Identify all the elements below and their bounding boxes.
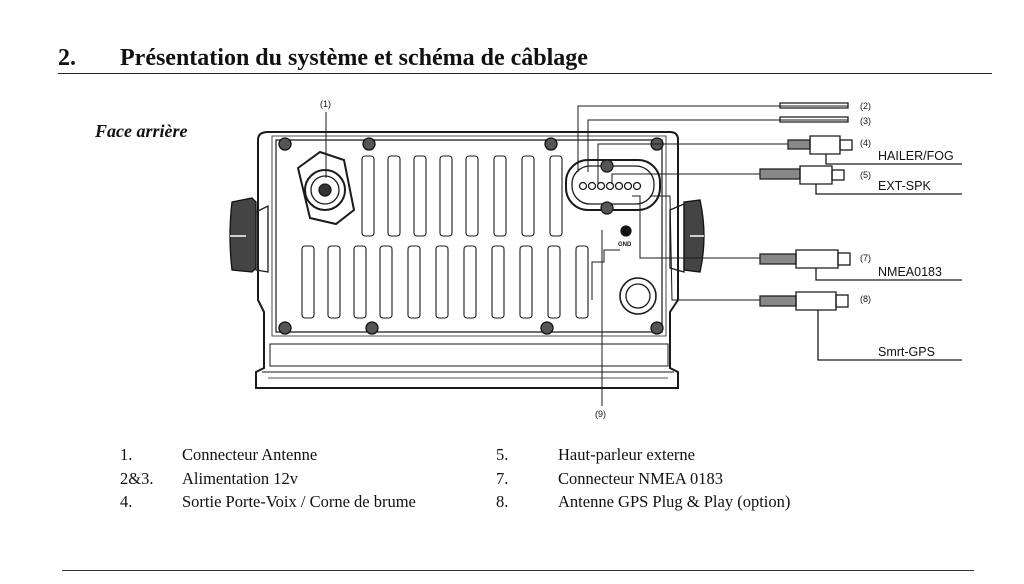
connector-nmea [759,249,962,281]
left-knob [229,197,269,273]
footer-divider [62,570,974,571]
vent-slot [387,155,401,237]
vent-slot [353,245,367,319]
legend-number: 4. [120,492,133,511]
vent-slot [413,155,427,237]
connector-ext-spk [759,165,962,195]
callout-3: (3) [860,116,871,126]
label-ext-spk: EXT-SPK [878,179,931,193]
legend-number: 7. [496,468,509,488]
cable-gland [619,277,657,315]
callout-5: (5) [860,170,871,180]
legend-text: Connecteur Antenne [182,445,318,464]
gnd-label: GND [618,242,632,248]
section-number: 2. [58,45,76,71]
label-hailer-fog: HAILER/FOG [878,149,954,163]
legend-item: 4. Sortie Porte-Voix / Corne de brume [120,490,480,514]
legend-item: 8. Antenne GPS Plug & Play (option) [496,490,856,514]
legend-item: 2&3. Alimentation 12v [120,467,480,491]
terminal-pin [632,181,642,191]
cable-leaders [325,105,848,301]
callout-4: (4) [860,138,871,148]
callout-9: (9) [595,409,606,419]
right-knob [669,199,705,273]
device-housing [255,131,679,389]
terminal-block [565,159,661,215]
callout-7: (7) [860,253,871,263]
vent-slot [465,155,479,237]
wiring-diagram: GND [229,99,962,419]
label-smrt-gps: Smrt-GPS [878,345,935,359]
legend-left: 1. Connecteur Antenne 2&3. Alimentation … [120,443,480,514]
antenna-connector [296,150,356,226]
vent-slot [407,245,421,319]
heading-divider [58,73,992,74]
terminal-pin [614,181,624,191]
vent-slot [439,155,453,237]
terminal-pin [578,181,588,191]
terminal-pin [623,181,633,191]
face-label: Face arrière [95,121,188,141]
legend-number: 1. [120,445,133,464]
legend-number: 2&3. [120,468,154,488]
terminal-pin [605,181,615,191]
legend-text: Antenne GPS Plug & Play (option) [558,492,791,511]
legend-text: Connecteur NMEA 0183 [558,468,723,488]
legend-item: 1. Connecteur Antenne [120,443,480,467]
legend-item: 7. Connecteur NMEA 0183 [496,467,856,491]
callout-labels: (1) (2) (3) (4) (5) (7) (8) (9) [320,99,871,419]
legend-text: Haut-parleur externe [558,445,695,464]
vent-slot [493,155,507,237]
terminal-pin [587,181,597,191]
cable-labels: HAILER/FOG EXT-SPK NMEA0183 Smrt-GPS [878,149,954,359]
vent-slot [519,245,533,319]
callout-8: (8) [860,294,871,304]
ventilation-slots [301,155,589,319]
vent-slot [327,245,341,319]
legend-item: 5. Haut-parleur externe [496,443,856,467]
connector-gps [759,291,962,361]
legend-text: Sortie Porte-Voix / Corne de brume [182,492,416,511]
callout-2: (2) [860,101,871,111]
vent-slot [491,245,505,319]
vent-slot [521,155,535,237]
callout-1: (1) [320,99,331,109]
section-title: Présentation du système et schéma de câb… [120,45,588,71]
vent-slot [547,245,561,319]
vent-slot [463,245,477,319]
vent-slot [379,245,393,319]
mounting-screws [278,137,664,335]
vent-slot [575,245,589,319]
power-wires [779,102,849,123]
legend-number: 5. [496,445,509,464]
legend-text: Alimentation 12v [182,468,298,488]
vent-slot [301,245,315,319]
vent-slot [549,155,563,237]
vent-slot [435,245,449,319]
legend-right: 5. Haut-parleur externe 7. Connecteur NM… [496,443,856,514]
legend-number: 8. [496,492,509,511]
gnd-terminal: GND [618,225,632,248]
terminal-pin [596,181,606,191]
vent-slot [361,155,375,237]
label-nmea0183: NMEA0183 [878,265,942,279]
connector-hailer [787,135,962,165]
